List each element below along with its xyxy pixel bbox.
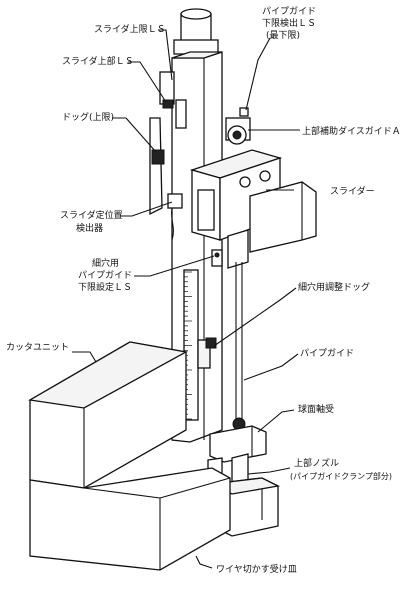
ls-lever <box>175 99 187 129</box>
label-nozzle-1: 上部ノズル <box>294 457 339 469</box>
leader-bearing <box>257 409 295 433</box>
leader-tray <box>195 555 213 569</box>
leader-dog <box>112 117 157 153</box>
small-hole-ls <box>211 249 223 267</box>
label-positioning-detector-2: 検出器 <box>76 222 103 234</box>
label-pipe-guide: パイプガイド <box>300 348 354 359</box>
leader-adjust-dog <box>213 287 297 347</box>
detector-cable <box>171 207 174 241</box>
label-cutter-unit: カッタユニット <box>6 342 69 353</box>
motor-cap <box>180 8 212 20</box>
leader-small-hole-ls <box>134 255 215 277</box>
leader-slider-upper <box>128 61 167 103</box>
leader-lines <box>72 29 300 569</box>
cutter-lower-edge-3 <box>159 477 231 499</box>
label-small-hole-2: パイプガイド <box>78 270 132 281</box>
top-motor <box>173 8 219 55</box>
labels: スライダ上限ＬＳ スライダ上部ＬＳ ドッグ(上限) スライダ定位置 検出器 細穴… <box>6 6 401 575</box>
adjust-dog-knob <box>205 337 217 349</box>
label-pipe-guide-ls-1: パイプガイド <box>262 6 316 17</box>
cutter-upper-top <box>28 341 188 409</box>
label-adjust-dog: 細穴用調整ドッグ <box>298 281 370 293</box>
left-bracket <box>149 71 187 241</box>
leader-pipe-guide-ls <box>245 37 271 111</box>
die-guide <box>225 107 251 145</box>
dog-clamp <box>151 149 165 165</box>
slider-knob-1 <box>239 176 251 188</box>
die-guide-knob-center <box>232 130 242 140</box>
label-small-hole-1: 細穴用 <box>92 257 119 269</box>
leader-slider-upper-limit <box>158 29 173 81</box>
label-slider-upper-ls: スライダ上部ＬＳ <box>62 55 134 67</box>
label-slider-upper-limit-ls: スライダ上限ＬＳ <box>94 23 166 35</box>
pipe-guide-ls-top <box>239 107 249 117</box>
slider-guide-block <box>227 229 249 269</box>
slider-assembly <box>189 149 317 269</box>
label-small-hole-3: 下限設定ＬＳ <box>78 281 132 293</box>
label-pipe-guide-ls-3: (最下限) <box>266 30 300 41</box>
slider-knob-2 <box>259 170 271 182</box>
label-bearing: 球面軸受 <box>298 403 334 415</box>
label-pipe-guide-ls-2: 下限検出ＬＳ <box>262 17 316 29</box>
label-slider: スライダー <box>330 185 375 197</box>
label-dog-upper-limit: ドッグ(上限) <box>62 111 114 123</box>
label-positioning-detector-1: スライダ定位置 <box>60 209 123 221</box>
cutter-unit <box>28 341 231 571</box>
label-die-guide: 上部補助ダイスガイドＡ <box>302 125 401 137</box>
cutter-lower-edge-1 <box>83 487 161 499</box>
scale-ticks <box>184 271 192 420</box>
label-tray: ワイヤ切かす受け皿 <box>216 563 297 575</box>
column-scale <box>183 269 199 421</box>
leader-pipe-guide <box>243 353 299 381</box>
column-top <box>171 51 223 59</box>
leader-cutter-unit <box>72 351 97 363</box>
small-hole-ls-pin <box>214 252 220 258</box>
dog-plate <box>149 117 163 216</box>
positioning-detector <box>167 193 183 209</box>
upper-ls-head <box>162 99 174 109</box>
cutter-lower-box <box>29 467 231 571</box>
leader-nozzle <box>247 467 291 475</box>
slider-panel <box>197 189 215 231</box>
leader-detector <box>120 201 173 217</box>
label-nozzle-2: (パイプガイドクランプ部分) <box>290 471 392 481</box>
